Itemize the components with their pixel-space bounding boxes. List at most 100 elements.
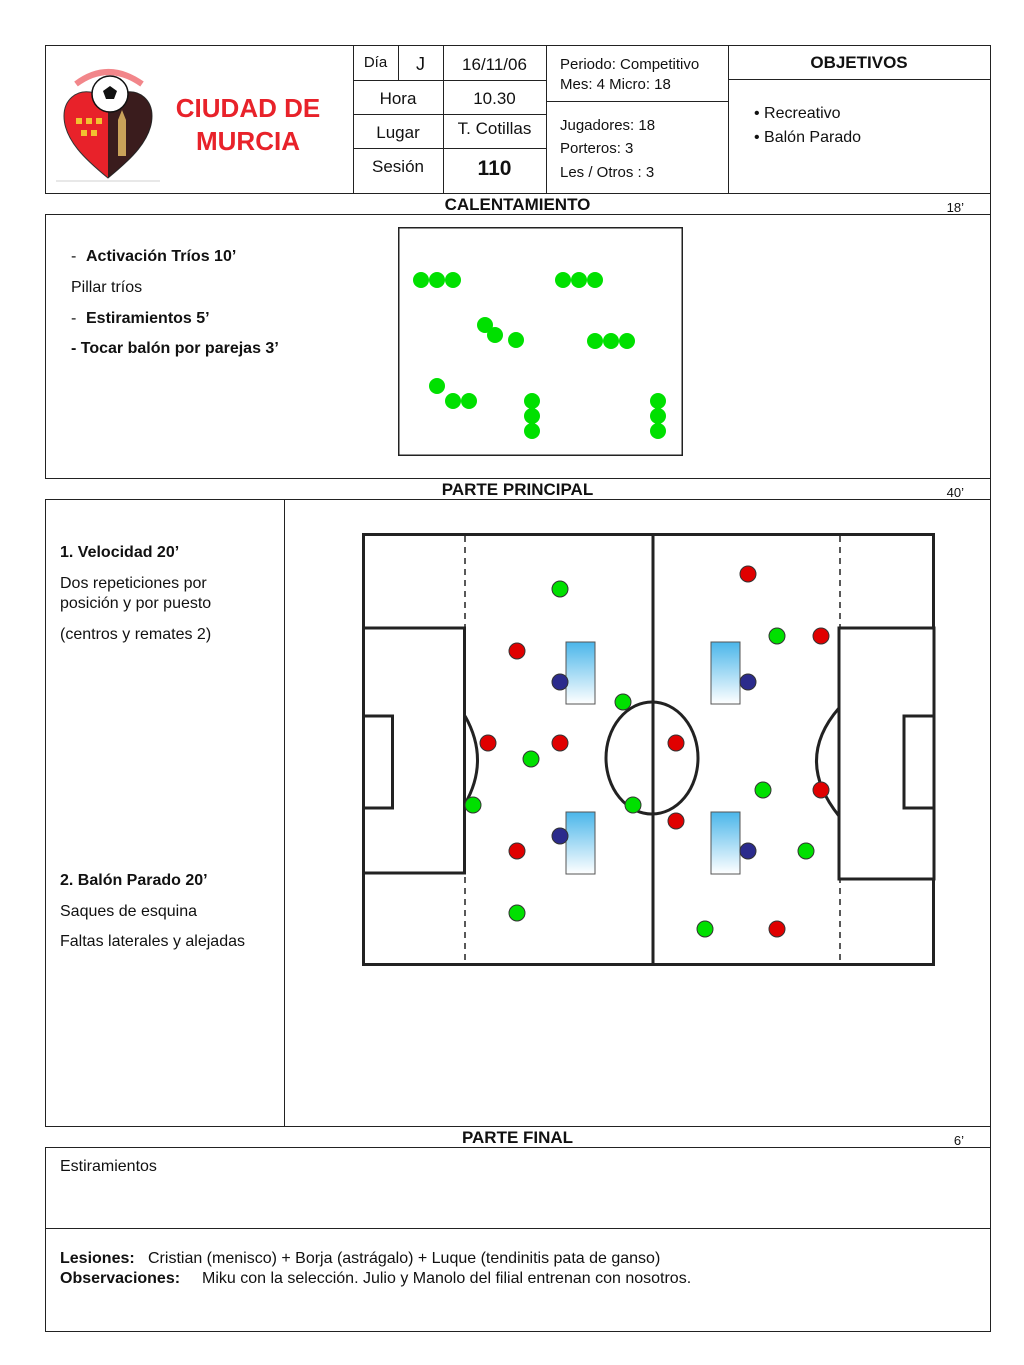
blue-player [551, 673, 569, 691]
header-divider [353, 45, 354, 193]
red-player [739, 565, 757, 583]
green-player [522, 750, 540, 768]
red-player [508, 642, 526, 660]
crest-heart-icon [56, 69, 160, 182]
calentamiento-item: Estiramientos 5’ [86, 310, 210, 327]
final-time: 6’ [953, 1133, 964, 1148]
periodo-text: Periodo: Competitivo [560, 56, 700, 73]
dia-label: Día [363, 54, 388, 71]
principal-time: 40’ [946, 485, 964, 500]
blue-player [739, 842, 757, 860]
red-player [667, 812, 685, 830]
warmup-diagram [398, 227, 683, 456]
warmup-player [477, 317, 493, 333]
warmup-player [429, 378, 445, 394]
sesion-label: Sesión [372, 157, 424, 176]
observaciones-label: Observaciones: [60, 1270, 181, 1287]
notes-divider [45, 1228, 990, 1229]
warmup-player [524, 423, 540, 439]
green-player [754, 781, 772, 799]
club-logo [56, 60, 160, 184]
calentamiento-item-detail: Pillar tríos [71, 279, 143, 296]
hora-value: 10.30 [473, 89, 516, 108]
warmup-player [650, 408, 666, 424]
calentamiento-bar: CALENTAMIENTO 18’ [45, 193, 990, 215]
warmup-player [413, 272, 429, 288]
blue-player [551, 827, 569, 845]
mannequin [565, 811, 596, 875]
green-player [551, 580, 569, 598]
red-team [479, 565, 830, 938]
green-team [464, 580, 815, 938]
warmup-player [445, 272, 461, 288]
objetivo-item: • Balón Parado [754, 129, 862, 146]
right-goal-area [902, 714, 936, 810]
final-text: Estiramientos [60, 1158, 157, 1175]
header-divider [398, 45, 399, 80]
lugar-value: T. Cotillas [457, 119, 532, 138]
warmup-player [571, 272, 587, 288]
jugadores-text: Jugadores: 18 [560, 117, 656, 134]
objetivo-item: • Recreativo [754, 105, 841, 122]
calentamiento-title: CALENTAMIENTO [444, 195, 591, 214]
warmup-player [508, 332, 524, 348]
warmup-player [587, 333, 603, 349]
exercise-detail: posición y por puesto [60, 595, 212, 612]
club-name-line2: MURCIA [196, 126, 300, 156]
red-player [479, 734, 497, 752]
red-player [551, 734, 569, 752]
header-row-line [353, 114, 546, 115]
header-row-line [546, 101, 728, 102]
red-player [508, 842, 526, 860]
header-row-line [353, 148, 546, 149]
red-player [667, 734, 685, 752]
calentamiento-item-dash: - [71, 248, 77, 265]
warmup-area [398, 227, 683, 456]
warmup-player [487, 327, 503, 343]
les-otros-text: Les / Otros : 3 [560, 164, 655, 181]
center-circle [604, 700, 700, 816]
left-penalty-arc [463, 715, 479, 805]
mannequin [710, 811, 741, 875]
right-penalty-arc [815, 707, 841, 817]
header-divider [546, 45, 547, 193]
blue-team [551, 673, 757, 860]
final-bar: PARTE FINAL 6’ [45, 1126, 990, 1148]
lesiones-label: Lesiones: [60, 1250, 135, 1267]
warmup-player [619, 333, 635, 349]
warmup-player [445, 393, 461, 409]
red-player [812, 781, 830, 799]
exercise-detail: Dos repeticiones por [60, 575, 207, 592]
lesiones-text: Cristian (menisco) + Borja (astrágalo) +… [148, 1250, 661, 1267]
mes-micro-text: Mes: 4 Micro: 18 [560, 76, 671, 93]
mannequin [565, 641, 596, 705]
warmup-players [413, 272, 666, 439]
red-player [768, 920, 786, 938]
green-player [464, 796, 482, 814]
warmup-player [461, 393, 477, 409]
warmup-player [650, 393, 666, 409]
pitch-diagram [362, 533, 936, 967]
warmup-player [587, 272, 603, 288]
header-row-line [728, 79, 990, 80]
blue-player [739, 673, 757, 691]
exercise-title: 1. Velocidad 20’ [60, 544, 180, 561]
header-divider [443, 45, 444, 193]
warmup-player [524, 408, 540, 424]
green-player [624, 796, 642, 814]
calentamiento-item-dash: - [71, 310, 77, 327]
warmup-player [650, 423, 666, 439]
header-divider [728, 45, 729, 193]
principal-column-divider [284, 500, 285, 1126]
green-player [696, 920, 714, 938]
lugar-label: Lugar [376, 123, 420, 142]
principal-title: PARTE PRINCIPAL [441, 480, 594, 499]
exercise-title: 2. Balón Parado 20’ [60, 872, 208, 889]
header-row-line [353, 80, 546, 81]
warmup-player [429, 272, 445, 288]
mannequin [710, 641, 741, 705]
green-player [768, 627, 786, 645]
warmup-player [524, 393, 540, 409]
dia-value: J [416, 54, 425, 74]
final-title: PARTE FINAL [461, 1128, 574, 1147]
